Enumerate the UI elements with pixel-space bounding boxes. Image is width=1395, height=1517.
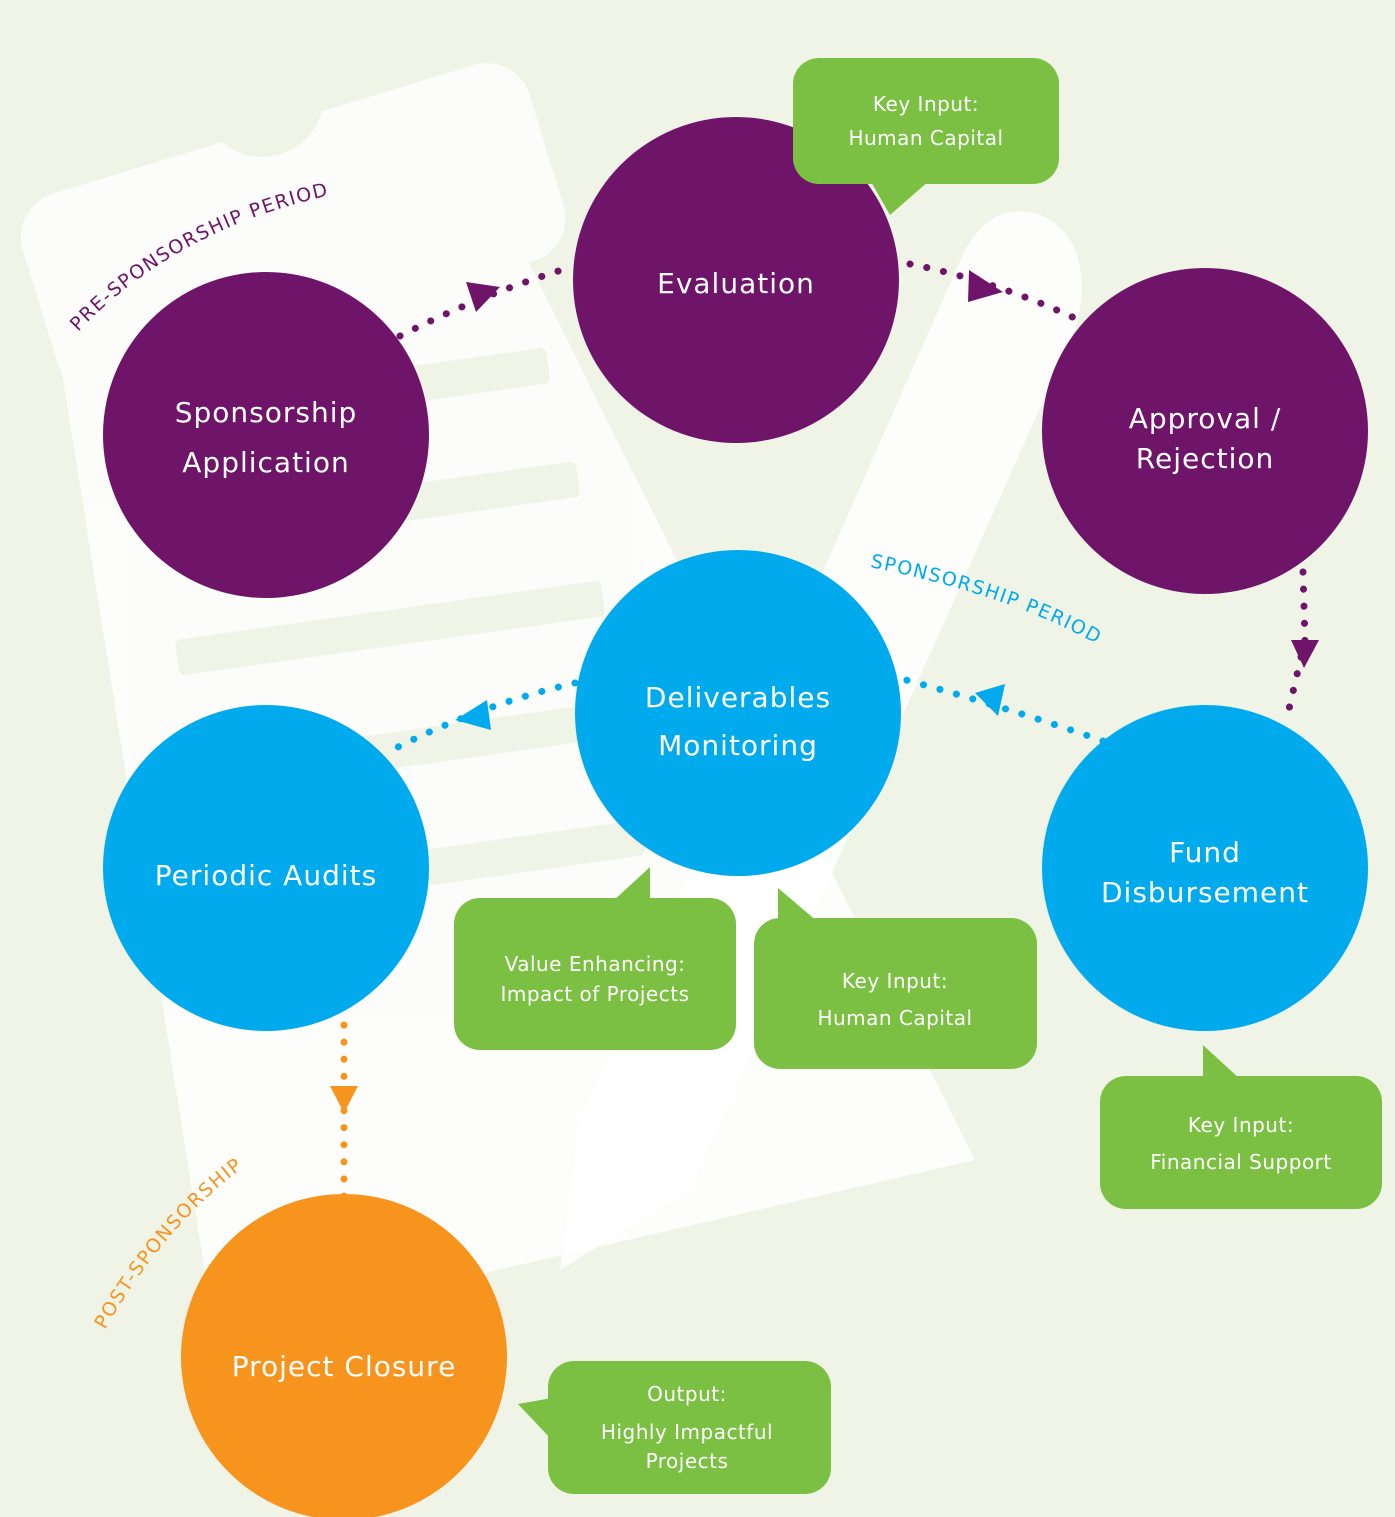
- connector-monitoring-to-audits: [388, 679, 579, 754]
- connector-audits-to-closure: [330, 1021, 358, 1200]
- callout-monitoring-input: Key Input: Human Capital: [754, 888, 1037, 1069]
- callout-line3: Projects: [646, 1449, 729, 1473]
- connector-approval-to-disbursement: [1282, 568, 1319, 726]
- node-label-line1: Evaluation: [657, 267, 815, 300]
- node-label-line2: Application: [182, 446, 349, 479]
- callout-line1: Output:: [647, 1382, 727, 1406]
- callout-line2: Human Capital: [848, 126, 1003, 150]
- node-label-line2: Monitoring: [658, 729, 818, 762]
- callout-line1: Value Enhancing:: [505, 952, 686, 976]
- arrow-head-icon: [1291, 640, 1319, 668]
- arrow-head-icon: [975, 684, 1005, 716]
- node-deliverables-monitoring: Deliverables Monitoring: [575, 550, 901, 876]
- node-periodic-audits: Periodic Audits: [103, 705, 429, 1031]
- callout-line2: Financial Support: [1150, 1150, 1332, 1174]
- callout-value-enhancing: Value Enhancing: Impact of Projects: [454, 867, 736, 1050]
- connector-disbursement-to-monitoring: [891, 673, 1107, 745]
- callout-line2: Human Capital: [817, 1006, 972, 1030]
- arrow-head-icon: [968, 270, 1003, 302]
- callout-line1: Key Input:: [1188, 1113, 1294, 1137]
- connector-application-to-evaluation: [396, 264, 572, 340]
- node-label-line1: Fund: [1169, 836, 1241, 869]
- callout-line1: Key Input:: [842, 969, 948, 993]
- node-label-line1: Approval /: [1129, 402, 1282, 435]
- callout-evaluation-input: Key Input: Human Capital: [793, 58, 1059, 215]
- node-label-line1: Deliverables: [645, 681, 831, 714]
- node-sponsorship-application: Sponsorship Application: [103, 272, 429, 598]
- node-evaluation: Evaluation: [573, 117, 899, 443]
- node-label-line1: Project Closure: [232, 1350, 457, 1383]
- callout-output: Output: Highly Impactful Projects: [518, 1361, 831, 1494]
- connector-evaluation-to-approval: [906, 260, 1087, 326]
- callout-line2: Highly Impactful: [601, 1420, 773, 1444]
- callout-line1: Key Input:: [873, 92, 979, 116]
- callout-financial-input: Key Input: Financial Support: [1100, 1045, 1382, 1209]
- node-label-line2: Disbursement: [1101, 876, 1309, 909]
- node-label-line1: Periodic Audits: [155, 859, 377, 892]
- node-project-closure: Project Closure: [181, 1194, 507, 1517]
- node-label-line2: Rejection: [1136, 442, 1274, 475]
- callout-line2: Impact of Projects: [500, 982, 689, 1006]
- node-approval-rejection: Approval / Rejection: [1042, 268, 1368, 594]
- arrow-head-icon: [330, 1086, 358, 1113]
- arrow-head-icon: [455, 700, 491, 730]
- arrow-head-icon: [466, 282, 500, 312]
- node-label-line1: Sponsorship: [175, 396, 358, 429]
- node-fund-disbursement: Fund Disbursement: [1042, 705, 1368, 1031]
